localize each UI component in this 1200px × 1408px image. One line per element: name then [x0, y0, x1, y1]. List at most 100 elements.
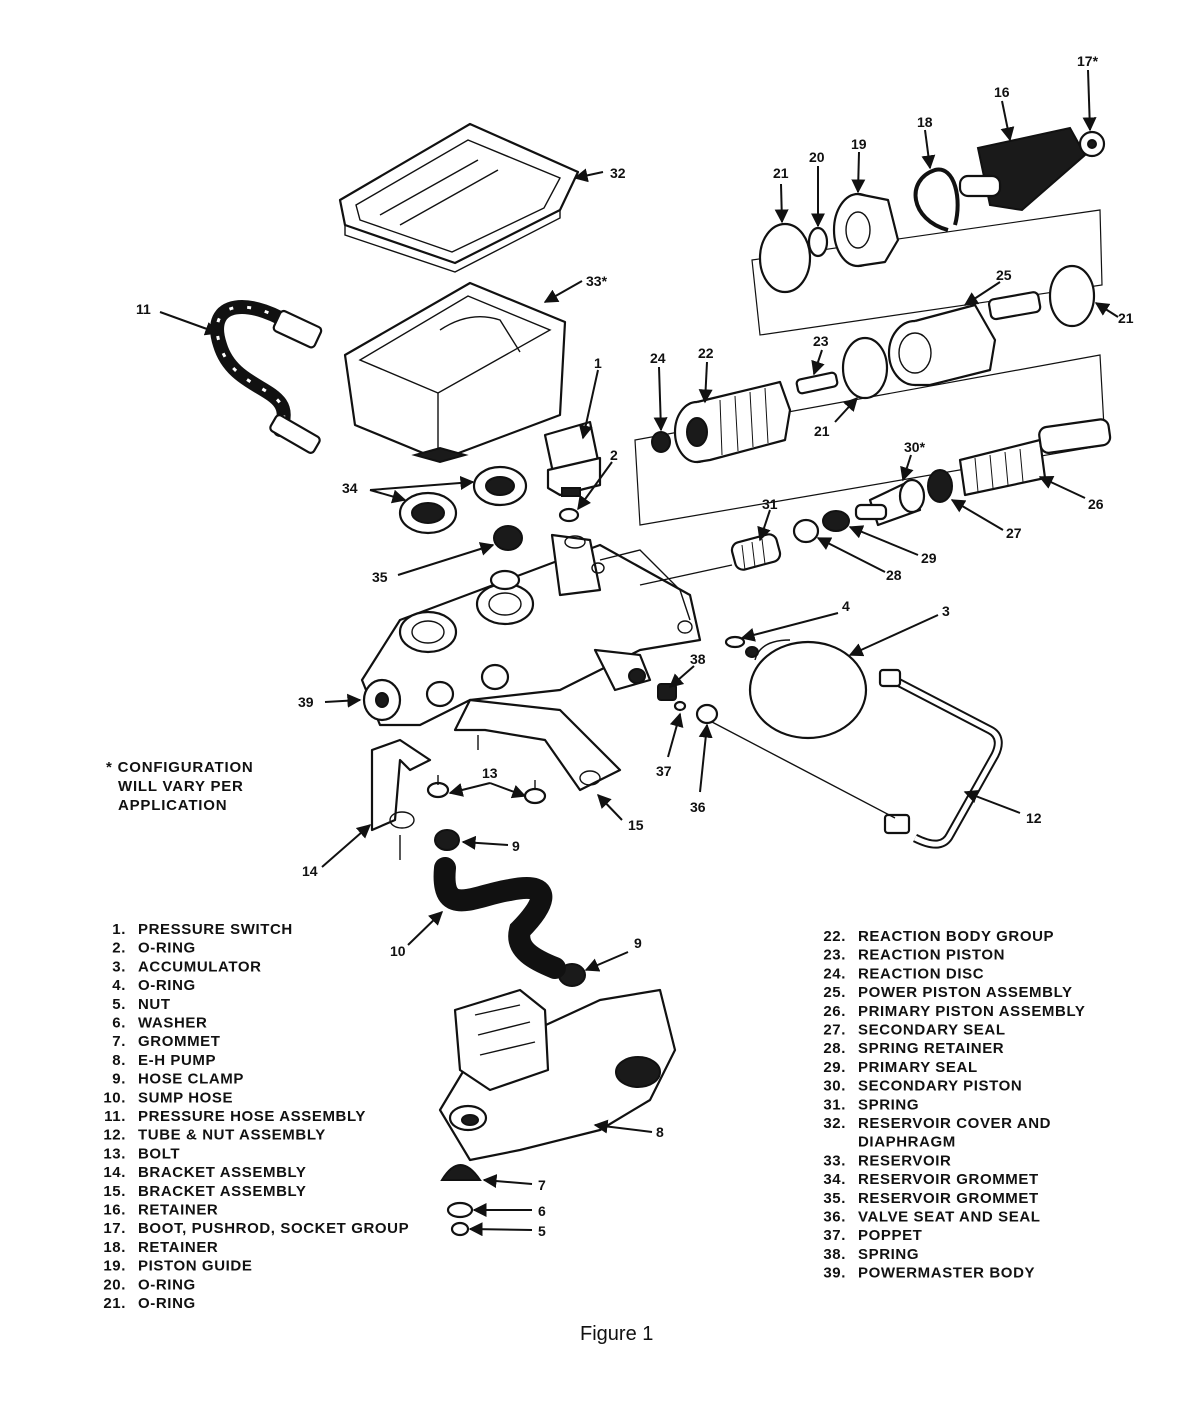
legend-item-text: HOSE CLAMP: [138, 1071, 244, 1088]
legend-item-number: 14.: [103, 1164, 126, 1181]
legend-item: 37.POPPET: [823, 1227, 922, 1244]
accumulator-part: [745, 639, 868, 740]
callout-9a: 9: [512, 838, 520, 854]
legend-item: 10.SUMP HOSE: [103, 1089, 232, 1106]
reaction-disc-part: [651, 431, 671, 453]
legend-item-number: 16.: [103, 1202, 126, 1219]
callout-6: 6: [538, 1203, 546, 1219]
legend-item-number: 24.: [823, 965, 846, 982]
legend-item: 8.E-H PUMP: [112, 1052, 215, 1069]
legend-item-text: RESERVOIR: [858, 1152, 951, 1169]
callout-11: 11: [136, 301, 151, 317]
callout-24: 24: [650, 350, 666, 366]
legend-item-number: 32.: [823, 1115, 846, 1132]
o-ring-20-part: [807, 226, 829, 258]
legend-item: 6.WASHER: [112, 1015, 207, 1032]
eh-pump-part: [438, 988, 677, 1162]
legend-item-number: 15.: [103, 1183, 126, 1200]
reservoir-part: [343, 281, 567, 464]
legend-item-number: 4.: [112, 977, 126, 994]
power-piston-part: [887, 291, 1042, 387]
legend-item-number: 2.: [112, 940, 126, 957]
legend-item-number: 9.: [112, 1071, 126, 1088]
legend-item-number: 29.: [823, 1059, 846, 1076]
reaction-body-part: [673, 380, 792, 464]
legend-item-number: 19.: [103, 1258, 126, 1275]
assembly-line-lower: [711, 721, 896, 819]
hose-clamp-part: [434, 829, 460, 851]
callout-20: 20: [809, 149, 825, 165]
legend-item: 32.RESERVOIR COVER AND: [823, 1115, 1050, 1132]
legend-item-text: TUBE & NUT ASSEMBLY: [138, 1127, 326, 1144]
callout-14: 14: [302, 863, 318, 879]
callout-32: 32: [610, 165, 626, 181]
callout-8: 8: [656, 1124, 664, 1140]
piston-frame-top: [751, 209, 1103, 336]
grommet-part: [440, 1164, 482, 1181]
spring-38-part: [657, 683, 677, 701]
callout-16: 16: [994, 84, 1010, 100]
pressure-switch-part: [543, 420, 602, 497]
legend-item: 29.PRIMARY SEAL: [823, 1059, 977, 1076]
legend-item-number: 30.: [823, 1078, 846, 1095]
callout-21b: 21: [1118, 310, 1134, 326]
legend-item: 18.RETAINER: [103, 1239, 218, 1256]
legend-item: 15.BRACKET ASSEMBLY: [103, 1183, 306, 1200]
legend-item: 35. RESERVOIR GROMMET: [823, 1190, 1038, 1207]
legend-item-text: RESERVOIR GROMMET: [858, 1171, 1039, 1188]
legend-item-number: 37.: [823, 1227, 846, 1244]
legend-item: 34.RESERVOIR GROMMET: [823, 1171, 1038, 1188]
callout-26: 26: [1088, 496, 1104, 512]
callout-9b: 9: [634, 935, 642, 951]
callout-25: 25: [996, 267, 1012, 283]
legend-item-text: BOLT: [138, 1145, 180, 1162]
legend-item-number: 10.: [103, 1089, 126, 1106]
legend-item: 30. SECONDARY PISTON: [823, 1078, 1022, 1095]
callout-17: 17*: [1077, 53, 1099, 69]
reservoir-grommet-small-part: [493, 525, 523, 551]
legend-item-text: O-RING: [138, 977, 196, 994]
legend-item: 2.O-RING: [112, 940, 195, 957]
callout-18: 18: [917, 114, 933, 130]
tube-nut-part: [878, 668, 1003, 849]
legend-item-text: SPRING: [858, 1096, 919, 1113]
legend-item-text: POWER PISTON ASSEMBLY: [858, 984, 1073, 1001]
legend-item-text: SPRING: [858, 1246, 919, 1263]
legend-item-text: SECONDARY PISTON: [858, 1078, 1022, 1095]
callout-5: 5: [538, 1223, 546, 1239]
legend-item-text: RETAINER: [138, 1239, 218, 1256]
legend-item-number: 26.: [823, 1003, 846, 1020]
legend-item-number: 35.: [823, 1190, 846, 1207]
callout-23: 23: [813, 333, 829, 349]
callout-36: 36: [690, 799, 706, 815]
legend-item-number: 17.: [103, 1220, 126, 1237]
callout-12: 12: [1026, 810, 1042, 826]
legend-item-number: 28.: [823, 1040, 846, 1057]
boot-pushrod-part: [958, 126, 1106, 212]
valve-seat-part: [695, 703, 719, 725]
callout-27: 27: [1006, 525, 1022, 541]
legend-item-number: 13.: [103, 1145, 126, 1162]
legend-item-number: 31.: [823, 1096, 846, 1113]
legend-item-number: 11.: [104, 1108, 126, 1125]
callout-35: 35: [372, 569, 388, 585]
spring-retainer-part: [792, 518, 820, 544]
spring-31-part: [730, 533, 782, 571]
nut-part: [450, 1221, 470, 1237]
legend-item: 7.GROMMET: [112, 1033, 220, 1050]
legend-item-text: RESERVOIR GROMMET: [858, 1190, 1039, 1207]
piston-guide-part: [832, 192, 900, 268]
parts-legend-left: 1.PRESSURE SWITCH2.O-RING3.ACCUMULATOR4.…: [103, 921, 408, 1312]
legend-item-number: 21.: [103, 1295, 126, 1312]
legend-item: 21.O-RING: [103, 1295, 195, 1312]
callout-15: 15: [628, 817, 644, 833]
legend-item: 4. O-RING: [112, 977, 195, 994]
legend-item: 23.REACTION PISTON: [823, 947, 1004, 964]
legend-item: 11.PRESSURE HOSE ASSEMBLY: [104, 1108, 365, 1125]
legend-item-text: REACTION DISC: [858, 965, 984, 982]
callout-13: 13: [482, 765, 498, 781]
figure-caption: Figure 1: [580, 1323, 653, 1345]
legend-item-number: 38.: [823, 1246, 846, 1263]
callout-3: 3: [942, 603, 950, 619]
legend-item-text: ACCUMULATOR: [138, 958, 262, 975]
